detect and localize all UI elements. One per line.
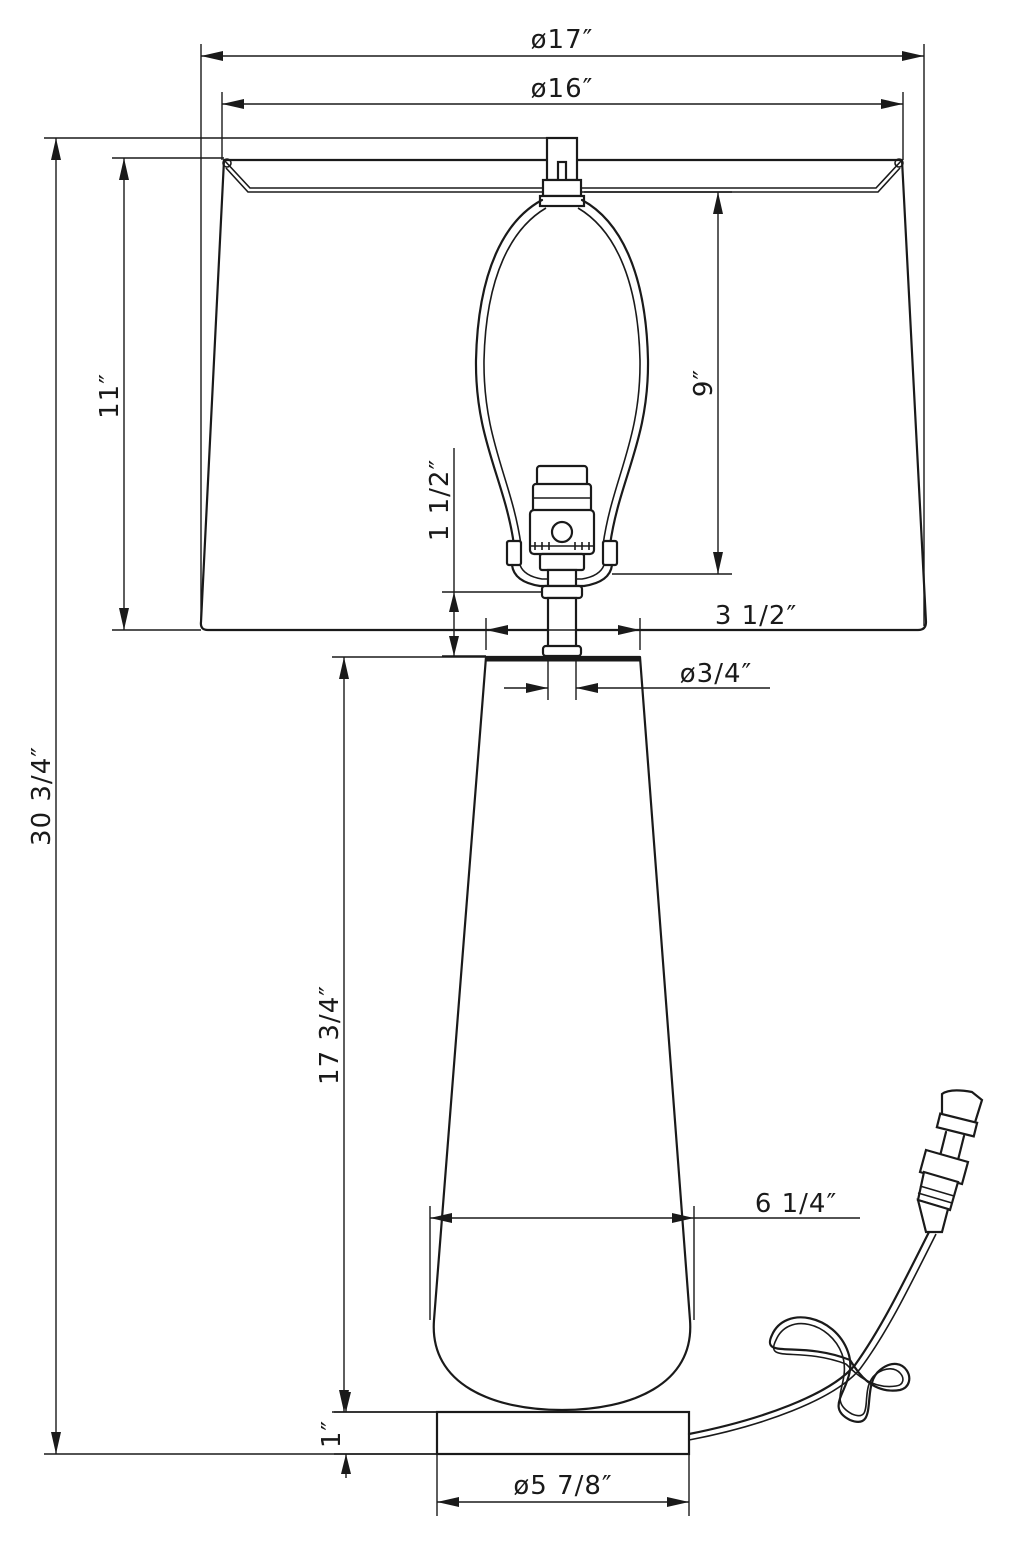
dim-shade-top: ø17″	[200, 25, 925, 626]
lamp-body	[432, 655, 692, 1412]
dim-overall-height: 30 3/4″	[27, 137, 547, 1455]
dim-body-width: 6 1/4″	[429, 1189, 860, 1320]
lamp-neck	[541, 596, 583, 658]
label-shade-top-diameter: ø17″	[531, 25, 594, 55]
label-body-width: 6 1/4″	[755, 1189, 837, 1219]
label-base-height: 1″	[317, 1420, 347, 1448]
lamp-base	[435, 1410, 691, 1456]
finial	[538, 136, 586, 208]
label-overall-height: 30 3/4″	[27, 746, 57, 846]
dim-neck-width: 3 1/2″	[485, 601, 797, 650]
dim-shade-bottom: ø16″	[221, 74, 904, 160]
power-cord	[687, 1228, 937, 1441]
dim-base-diameter: ø5 7/8″	[436, 1454, 690, 1516]
dim-shade-height: 11″	[95, 157, 224, 631]
label-socket-height: 1 1/2″	[425, 459, 455, 541]
label-base-diameter: ø5 7/8″	[513, 1471, 612, 1501]
lamp-socket	[528, 464, 596, 600]
power-plug	[916, 1089, 984, 1234]
label-harp-height: 9″	[689, 369, 719, 397]
dim-harp-height: 9″	[584, 191, 732, 575]
dim-body-height: 17 3/4″	[315, 656, 486, 1413]
label-neck-width: 3 1/2″	[715, 601, 797, 631]
harp	[474, 198, 650, 588]
label-body-height: 17 3/4″	[315, 985, 345, 1085]
label-neck-diameter: ø3/4″	[680, 659, 752, 689]
dim-neck-diameter: ø3/4″	[504, 658, 770, 700]
dim-base-height: 1″	[317, 1390, 437, 1478]
dim-socket-height: 1 1/2″	[425, 448, 542, 657]
label-shade-bottom-diameter: ø16″	[531, 74, 594, 104]
label-shade-height: 11″	[95, 373, 125, 419]
